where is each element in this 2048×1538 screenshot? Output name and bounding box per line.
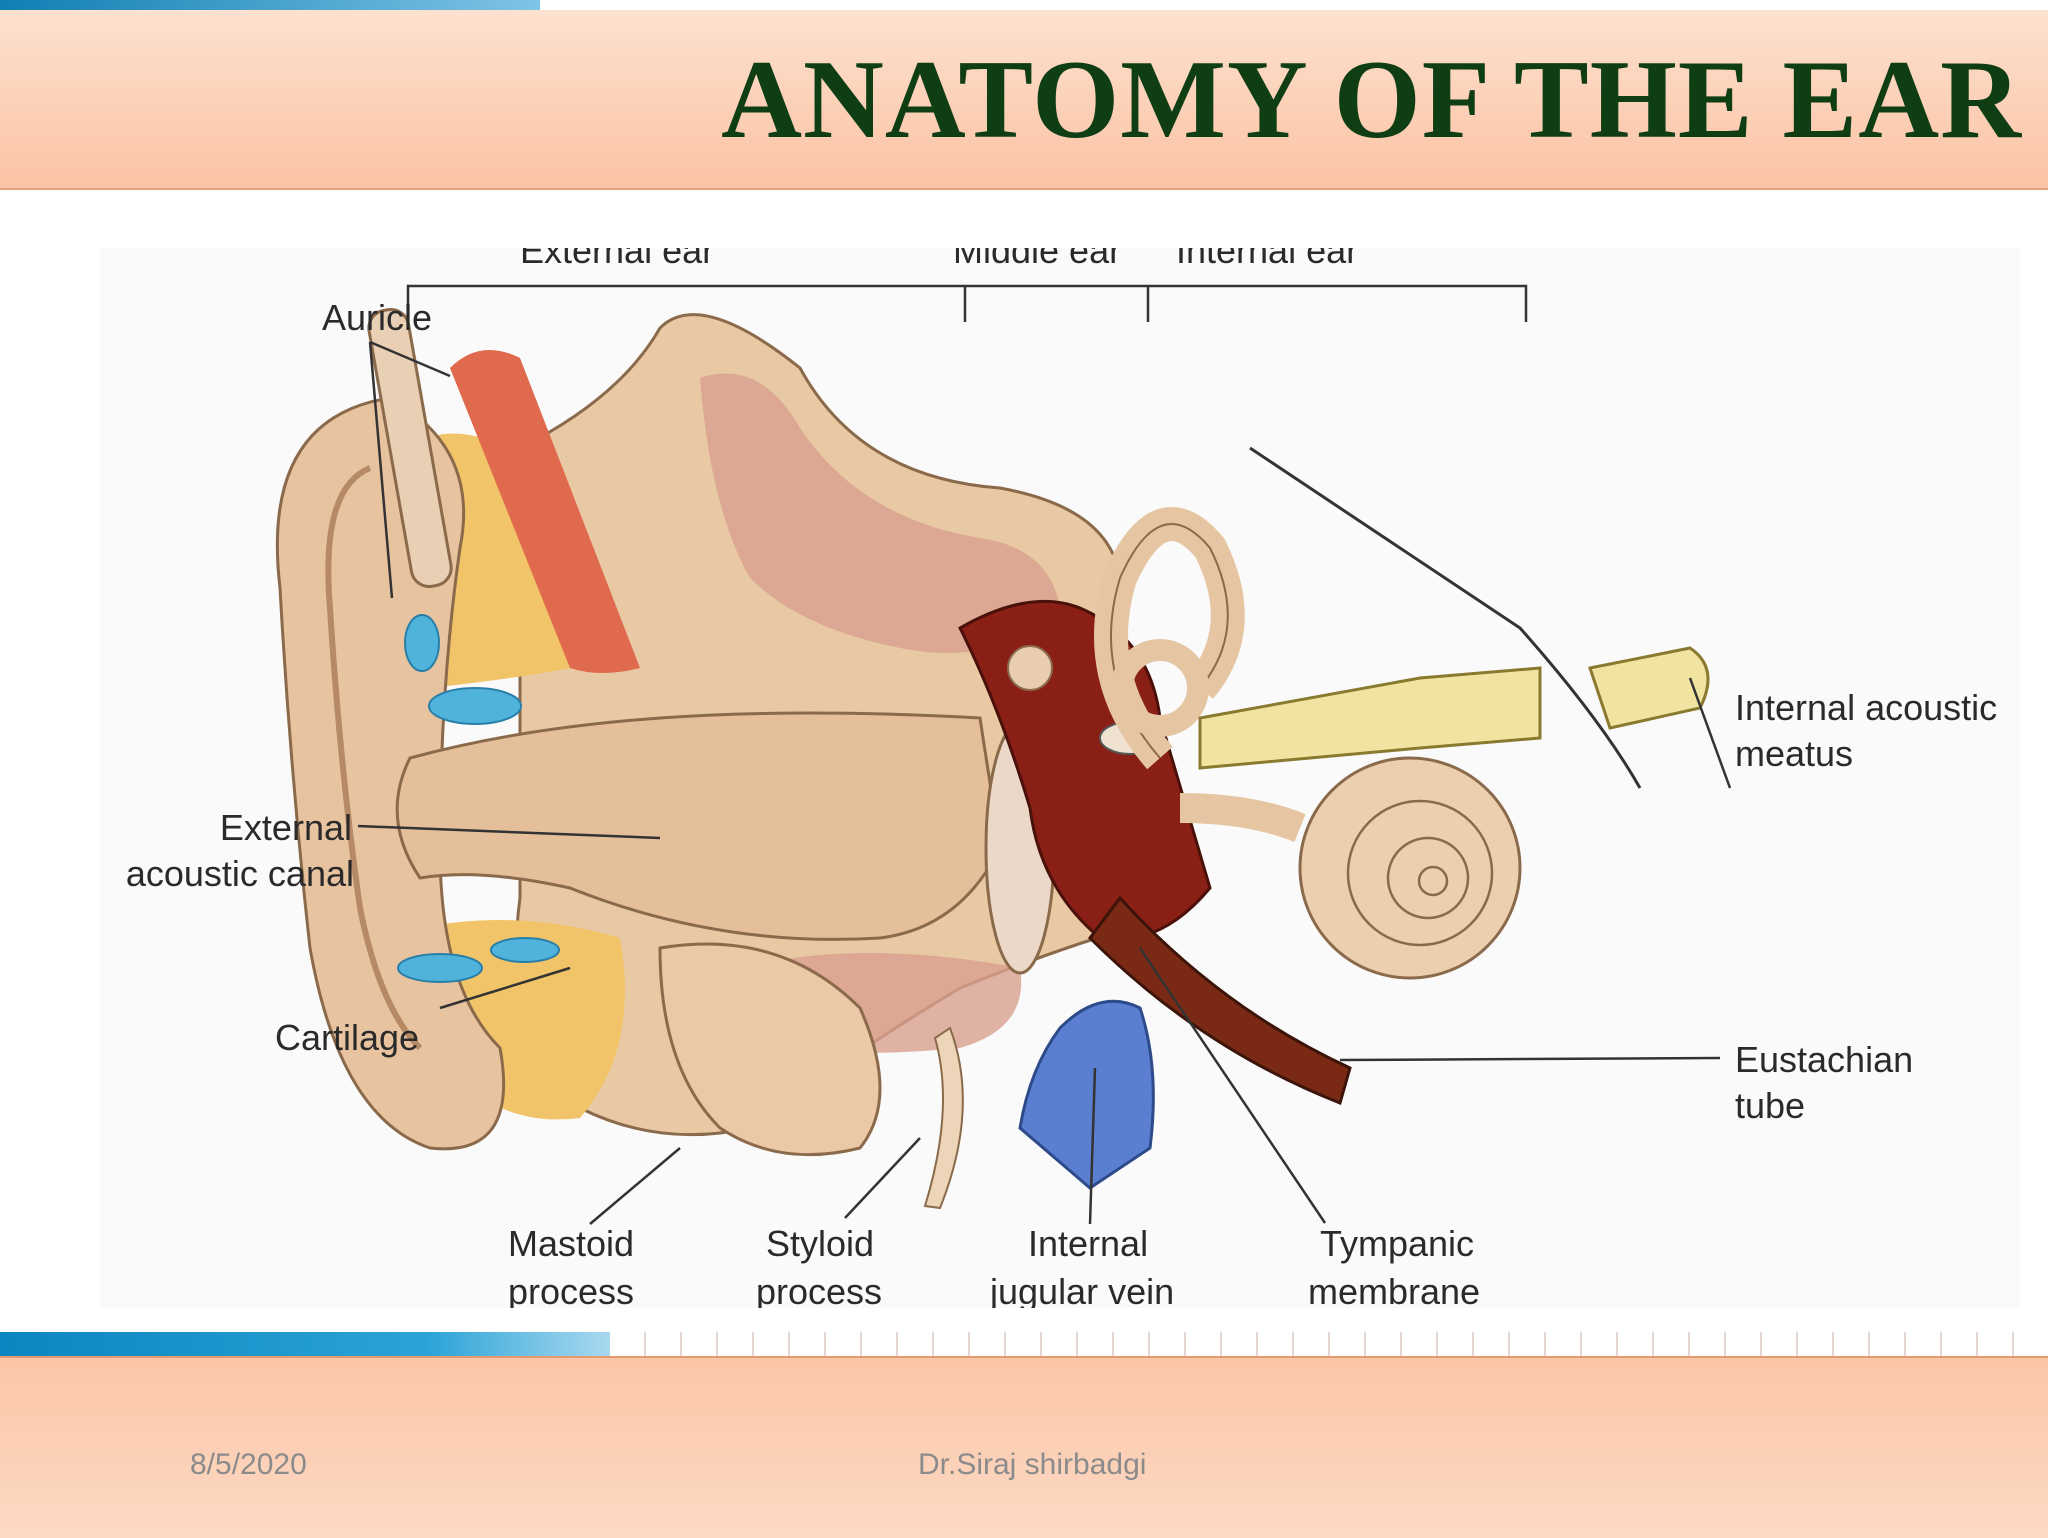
cartilage-upper-1 (404, 614, 440, 672)
label-styloid-line1: Styloid (766, 1223, 874, 1264)
leader-cartilage (439, 966, 571, 1010)
header-accent-bar (0, 0, 540, 10)
cartilage-lower-1 (397, 953, 483, 983)
label-external-ear: External ear (520, 248, 714, 271)
leader-mastoid (589, 1147, 681, 1225)
leader-meatus (1688, 677, 1732, 789)
external-canal (395, 711, 1002, 941)
label-mastoid-line1: Mastoid (508, 1223, 634, 1264)
leader-auricle-1 (369, 340, 451, 378)
auricle-top-cartilage (367, 308, 453, 588)
slide-footer: 8/5/2020 Dr.Siraj shirbadgi (0, 1356, 2048, 1538)
label-internal-ear: Internal ear (1176, 248, 1358, 271)
cochlea-turn-2 (1386, 836, 1470, 920)
auricle-fold (325, 465, 423, 1051)
divider-blue-bar (0, 1332, 610, 1356)
label-mastoid-line2: process (508, 1271, 634, 1308)
leader-eustachian (1339, 1056, 1721, 1062)
divider-strip (0, 1332, 2048, 1356)
cartilage-lower-2 (490, 937, 560, 963)
label-meatus-line1: Internal acoustic (1735, 687, 1997, 728)
cartilage-upper-2 (428, 687, 522, 725)
mastoid-process-shape (658, 942, 882, 1157)
ear-anatomy-diagram: External ear Middle ear Internal ear (100, 248, 2020, 1308)
section-brackets (406, 284, 1528, 322)
label-eustachian-line1: Eustachian (1735, 1039, 1913, 1080)
leader-auricle-2 (368, 341, 394, 599)
eustachian-tube-shape (1088, 895, 1352, 1106)
footer-date: 8/5/2020 (190, 1448, 307, 1481)
label-jugular-line1: Internal (1028, 1223, 1148, 1264)
slide-title: ANATOMY OF THE EAR (721, 38, 2022, 162)
leader-styloid (844, 1137, 921, 1219)
bone-marrow-upper (700, 373, 1060, 653)
cochlea-turn-3 (1417, 865, 1449, 897)
label-tympanic-line1: Tympanic (1320, 1223, 1474, 1264)
header-top-line (0, 0, 2048, 10)
slide-header: ANATOMY OF THE EAR (0, 0, 2048, 190)
styloid-process-shape (923, 1026, 964, 1210)
label-eustachian-line2: tube (1735, 1085, 1805, 1126)
ossicle-malleus (1007, 645, 1053, 691)
label-external-canal-line1: External (220, 807, 352, 848)
leader-external-canal (357, 824, 661, 840)
cochlea (1298, 756, 1522, 980)
muscle-band (450, 350, 640, 673)
cochlea-turn-1 (1346, 799, 1494, 947)
vestibulocochlear-nerve (1198, 666, 1542, 770)
skull-inner-contour (1249, 446, 1642, 789)
leader-jugular (1088, 1067, 1097, 1225)
internal-jugular-vein-shape (1018, 999, 1155, 1190)
divider-ticks (610, 1332, 2048, 1356)
vestibule (1179, 793, 1306, 842)
footer-author: Dr.Siraj shirbadgi (918, 1448, 1147, 1481)
label-auricle: Auricle (322, 297, 432, 338)
semicircular-canal-2 (1111, 639, 1209, 737)
leader-lines (357, 340, 1732, 1225)
label-jugular-line2: jugular vein (989, 1271, 1174, 1308)
label-tympanic-line2: membrane (1308, 1271, 1480, 1308)
label-cartilage: Cartilage (275, 1017, 419, 1058)
label-middle-ear: Middle ear (953, 248, 1121, 271)
label-external-canal-line2: acoustic canal (126, 853, 354, 894)
label-styloid-line2: process (756, 1271, 882, 1308)
bracket-line (406, 284, 1528, 322)
leader-tympanic (1138, 947, 1327, 1224)
label-meatus-line2: meatus (1735, 733, 1853, 774)
